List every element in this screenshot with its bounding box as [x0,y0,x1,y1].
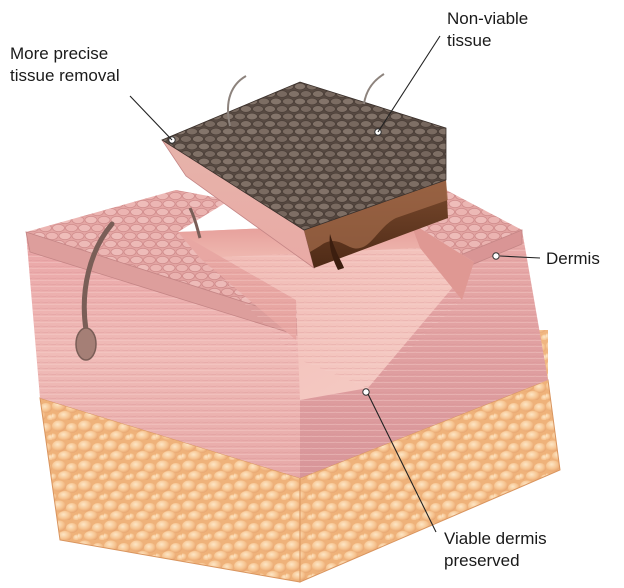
label-dermis: Dermis [546,248,600,270]
leader-precise [130,96,172,140]
label-viable-line1: Viable dermis [444,528,547,550]
label-precise-line1: More precise [10,43,120,65]
label-non-viable-tissue: Non-viable tissue [447,8,528,52]
label-nonviable-line2: tissue [447,30,528,52]
dermis-marker [493,253,499,259]
label-viable-line2: preserved [444,550,547,572]
label-more-precise-tissue-removal: More precise tissue removal [10,43,120,87]
label-nonviable-line1: Non-viable [447,8,528,30]
label-precise-line2: tissue removal [10,65,120,87]
label-viable-dermis-preserved: Viable dermis preserved [444,528,547,572]
label-dermis-line1: Dermis [546,248,600,270]
